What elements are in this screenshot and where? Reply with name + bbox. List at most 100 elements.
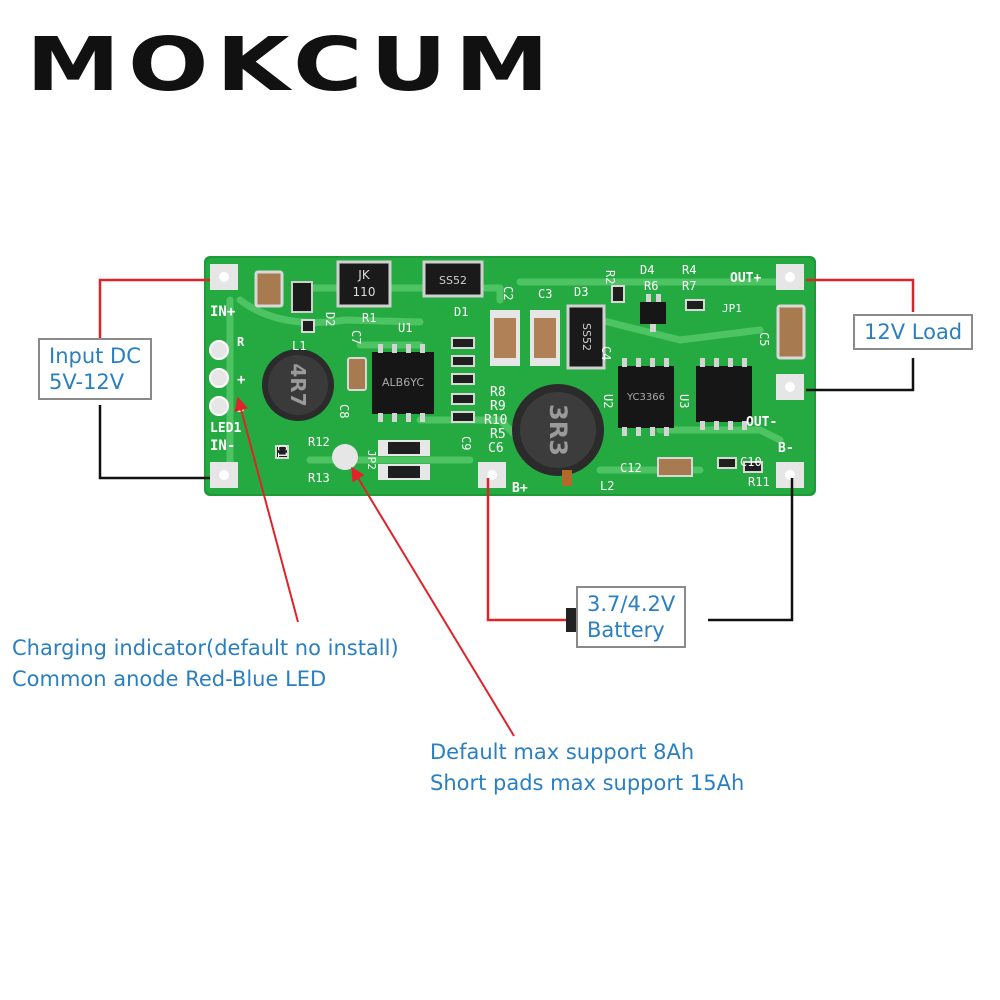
svg-text:R2: R2 <box>603 270 617 284</box>
svg-text:C7: C7 <box>349 330 363 344</box>
svg-text:D4: D4 <box>640 263 654 277</box>
svg-text:L2: L2 <box>600 479 614 493</box>
svg-text:R: R <box>237 335 245 349</box>
capacitor-c1 <box>254 270 284 308</box>
svg-text:C10: C10 <box>740 455 762 469</box>
diode-d2 <box>291 281 313 313</box>
svg-text:C6: C6 <box>488 441 504 456</box>
svg-text:SS52: SS52 <box>580 323 593 351</box>
wires <box>98 278 915 622</box>
svg-text:U3: U3 <box>677 394 691 408</box>
battery-label-line1: 3.7/4.2V <box>587 592 676 616</box>
svg-text:C8: C8 <box>337 404 351 418</box>
wire-input-negative <box>98 405 210 480</box>
arrow-led-indicator <box>234 396 299 623</box>
svg-text:U1: U1 <box>398 321 412 335</box>
diode-ss52-top: SS52 <box>422 260 484 298</box>
svg-text:OUT-: OUT- <box>746 415 777 430</box>
svg-text:ALB6YC: ALB6YC <box>382 376 424 389</box>
load-label: 12V Load <box>853 314 974 350</box>
svg-text:D3: D3 <box>574 285 588 299</box>
diode-jk110: JK 110 <box>336 260 392 308</box>
led-indicator-annotation: Charging indicator(default no install) C… <box>12 633 399 695</box>
wire-load-positive <box>806 278 915 312</box>
svg-text:R5: R5 <box>490 427 506 442</box>
svg-text:JP2: JP2 <box>365 450 378 470</box>
capacitor-c5 <box>776 304 806 360</box>
led1-pads <box>209 340 229 416</box>
svg-text:R7: R7 <box>682 279 696 293</box>
svg-text:U2: U2 <box>601 394 615 408</box>
svg-text:R4: R4 <box>682 263 696 277</box>
capacitor-c8 <box>347 357 367 391</box>
resistor-column <box>451 337 475 423</box>
resistors-r12-r13 <box>378 440 430 480</box>
svg-text:R12: R12 <box>308 435 330 449</box>
svg-text:3R3: 3R3 <box>544 404 572 456</box>
battery-terminal <box>566 608 576 632</box>
wire-input-positive <box>98 278 210 340</box>
load-label-text: 12V Load <box>864 320 963 344</box>
svg-text:IN-: IN- <box>210 438 235 454</box>
svg-text:R11: R11 <box>748 475 770 489</box>
jumper-jp2-pad <box>332 444 358 470</box>
svg-text:R9: R9 <box>490 399 506 414</box>
annotation-arrows <box>234 396 515 737</box>
wire-battery-positive <box>486 478 568 622</box>
battery-label-line2: Battery <box>587 618 665 642</box>
chip-u1: ALB6YC <box>372 344 434 422</box>
jumper-pads-line2: Short pads max support 15Ah <box>430 771 745 795</box>
svg-text:D2: D2 <box>323 312 337 326</box>
svg-text:LED1: LED1 <box>210 421 241 436</box>
svg-text:L1: L1 <box>292 339 306 353</box>
svg-text:R10: R10 <box>484 413 507 428</box>
input-dc-label: Input DC 5V-12V <box>38 338 152 400</box>
mounting-pads <box>210 264 804 488</box>
led-indicator-line1: Charging indicator(default no install) <box>12 636 399 660</box>
transistor-r6 <box>640 294 666 332</box>
svg-text:IN+: IN+ <box>210 304 235 320</box>
svg-text:C12: C12 <box>620 461 642 475</box>
wire-battery-negative <box>708 478 794 622</box>
chip-u3 <box>696 358 752 430</box>
svg-text:C1: C1 <box>275 444 289 458</box>
jumper-pads-annotation: Default max support 8Ah Short pads max s… <box>430 737 744 799</box>
svg-text:R1: R1 <box>362 311 376 325</box>
diode-d3: SS52 <box>566 304 606 370</box>
chip-u2: YC3366 <box>618 358 674 436</box>
svg-text:OUT+: OUT+ <box>730 271 761 286</box>
silkscreen: IN+ LED1 IN- R + B OUT+ OUT- B+ B- R1 U1… <box>210 263 794 496</box>
svg-text:JP1: JP1 <box>722 302 742 315</box>
small-smd-parts <box>275 285 763 473</box>
svg-text:B-: B- <box>778 441 794 456</box>
brand-logo: MOKCUM <box>26 22 557 108</box>
inductor-l1: 4R7 <box>262 349 334 421</box>
input-dc-label-line1: Input DC <box>49 344 141 368</box>
svg-text:C5: C5 <box>757 332 771 346</box>
svg-text:4R7: 4R7 <box>286 363 310 406</box>
pcb-board: JK 110 SS52 4R7 ALB6YC <box>204 256 816 496</box>
svg-text:SS52: SS52 <box>439 274 467 287</box>
jumper-pads-line1: Default max support 8Ah <box>430 740 695 764</box>
svg-text:C2: C2 <box>501 286 515 300</box>
svg-text:JK: JK <box>357 268 371 282</box>
svg-text:C9: C9 <box>459 436 473 450</box>
battery-label: 3.7/4.2V Battery <box>576 586 687 648</box>
inductor-l2: 3R3 <box>512 384 604 486</box>
input-dc-label-line2: 5V-12V <box>49 370 125 394</box>
svg-text:B+: B+ <box>512 481 528 496</box>
svg-text:C4: C4 <box>599 346 613 360</box>
svg-text:D1: D1 <box>454 305 468 319</box>
svg-text:YC3366: YC3366 <box>626 392 665 403</box>
wire-load-negative <box>806 358 915 392</box>
svg-text:C3: C3 <box>538 287 552 301</box>
svg-text:R6: R6 <box>644 279 658 293</box>
capacitors-c2-c3 <box>490 310 560 366</box>
svg-text:+: + <box>237 372 245 388</box>
led-indicator-line2: Common anode Red-Blue LED <box>12 667 327 691</box>
arrow-jumper-pads <box>351 466 515 737</box>
capacitor-c12 <box>657 457 693 477</box>
svg-text:R13: R13 <box>308 471 330 485</box>
svg-text:110: 110 <box>353 285 376 299</box>
